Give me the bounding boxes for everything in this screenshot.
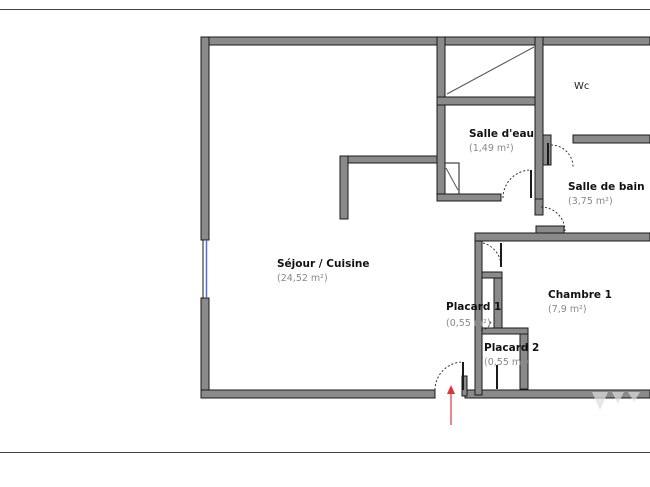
room-placard1-name: Placard 1 xyxy=(446,301,501,313)
room-sejour-name: Séjour / Cuisine xyxy=(277,258,370,270)
room-salleeau-name: Salle d'eau xyxy=(469,128,534,140)
wall-left-lower xyxy=(200,297,210,399)
door-placard1-swing xyxy=(480,319,492,331)
wall-top xyxy=(200,36,650,46)
room-chambre1-name: Chambre 1 xyxy=(548,289,612,301)
wall-chambre-top-stub xyxy=(535,225,565,234)
room-sejour-area: (24,52 m²) xyxy=(277,273,328,284)
wall-shower-left xyxy=(436,36,446,202)
room-salledebain-area: (3,75 m²) xyxy=(568,196,613,207)
door-wc-swing xyxy=(550,144,574,168)
room-placard2-name: Placard 2 xyxy=(484,342,539,354)
room-placard1-area: (0,55 m²) xyxy=(446,318,491,329)
wall-placard-left xyxy=(474,240,483,396)
wall-left-upper xyxy=(200,36,210,241)
wall-wc-left xyxy=(534,36,544,206)
wall-wc-left-low xyxy=(534,198,544,216)
watermark-logo xyxy=(592,392,640,410)
entrance-arrow xyxy=(447,385,455,425)
door-bain-swing xyxy=(540,206,566,232)
wall-bottom-left xyxy=(200,389,436,399)
wall-salleeau-bottom xyxy=(436,193,502,202)
room-salledebain-name: Salle de bain xyxy=(568,181,645,193)
partition-horizontal xyxy=(339,155,445,164)
room-placard2-area: (0,55 m²) xyxy=(484,357,529,368)
wall-placard1-top xyxy=(481,271,503,279)
wall-bain-top xyxy=(572,134,650,144)
partition-vertical xyxy=(339,155,349,220)
wall-chambre-top xyxy=(474,232,650,242)
door-leaves xyxy=(462,143,549,390)
door-chambre-swing xyxy=(482,242,502,268)
door-salleeau-swing xyxy=(502,169,532,199)
shower-diagonal xyxy=(446,46,535,95)
walls xyxy=(200,36,650,399)
shower-tray-diagonal xyxy=(445,167,459,191)
wall-placard-divider xyxy=(481,327,529,335)
room-chambre1-area: (7,9 m²) xyxy=(548,304,587,315)
room-salleeau-area: (1,49 m²) xyxy=(469,143,514,154)
room-wc-name: Wc xyxy=(574,81,589,92)
door-entrance-swing xyxy=(434,361,464,391)
wall-shower-top xyxy=(436,96,542,106)
